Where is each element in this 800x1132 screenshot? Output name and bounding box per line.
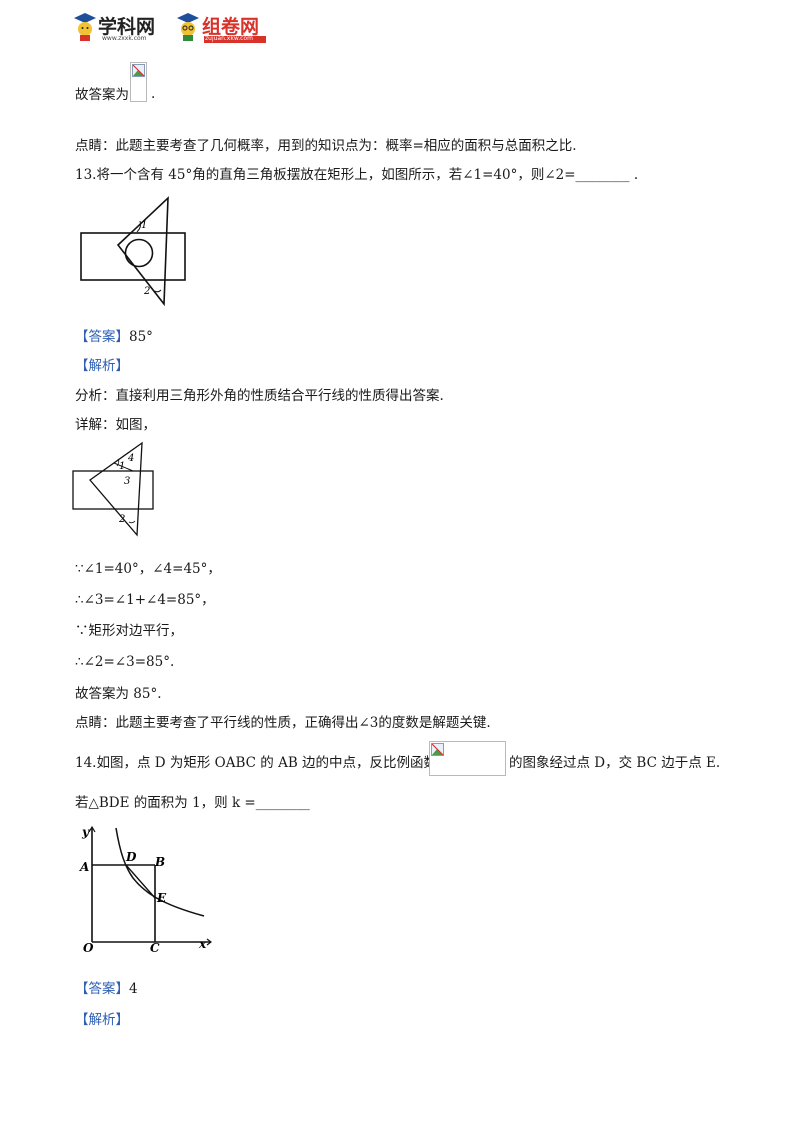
- q14-analysis-tag: 【解析】: [75, 1012, 129, 1028]
- q13-figure-1: 1 2: [80, 196, 186, 307]
- graph-point-o: O: [83, 941, 94, 954]
- q13-step-2: ∴∠3=∠1+∠4=85°，: [75, 592, 215, 608]
- logo-xueke-url: www.zxxk.com: [102, 35, 147, 42]
- q13-question: 13.将一个含有 45°角的直角三角板摆放在矩形上，如图所示，若∠1=40°，则…: [75, 167, 639, 183]
- graph-point-b: B: [154, 855, 165, 869]
- q12-answer-suffix: .: [151, 86, 156, 102]
- q14-answer-value: 4: [129, 981, 138, 997]
- q13-step-3: ∵矩形对边平行，: [75, 623, 183, 639]
- q13-step-1: ∵∠1=40°，∠4=45°，: [75, 561, 221, 577]
- graph-y-label: y: [81, 825, 90, 839]
- q13-step-4: ∴∠2=∠3=85°.: [75, 654, 175, 670]
- header-logos: 学科网 www.zxxk.com 组卷网 zujuan.xkw.com: [72, 10, 272, 46]
- q12-answer-formula-image: [130, 62, 147, 102]
- graph-point-e: E: [156, 891, 167, 905]
- logo-xueke-text: 学科网: [98, 16, 156, 38]
- q12-answer-line: 故答案为: [75, 86, 129, 104]
- q14-answer-tag: 【答案】: [75, 981, 129, 997]
- glasses-mascot-icon: [177, 13, 199, 41]
- logo-zujuan-url: zujuan.xkw.com: [205, 35, 253, 42]
- graph-point-a: A: [79, 860, 89, 874]
- q14-question-part2: 的图象经过点 D，交 BC 边于点 E.: [509, 755, 721, 771]
- fig1-angle-2-label: 2: [143, 286, 150, 297]
- fig2-angle-3-label: 3: [124, 476, 130, 487]
- scholar-mascot-icon: [74, 13, 96, 41]
- fig2-angle-4-label: 4: [127, 453, 134, 464]
- q13-answer-tag: 【答案】: [75, 329, 129, 345]
- q14-question-part1: 14.如图，点 D 为矩形 OABC 的 AB 边的中点，反比例函数: [75, 755, 438, 771]
- broken-image-icon: [431, 743, 444, 756]
- q13-detail: 详解：如图，: [75, 417, 156, 433]
- q12-answer-prefix: 故答案为: [75, 87, 129, 103]
- fig2-angle-2-label: 2: [118, 514, 125, 525]
- graph-point-d: D: [125, 850, 137, 864]
- q14-function-formula-image: [429, 741, 506, 776]
- q13-answer: 【答案】85°: [75, 328, 153, 346]
- q13-analysis: 分析：直接利用三角形外角的性质结合平行线的性质得出答案.: [75, 388, 444, 404]
- q14-answer: 【答案】4: [75, 980, 138, 998]
- q12-comment: 点睛：此题主要考查了几何概率，用到的知识点为：概率=相应的面积与总面积之比.: [75, 138, 577, 154]
- q13-conclusion: 故答案为 85°.: [75, 686, 162, 702]
- q14-graph: y x A D B E O C: [79, 825, 212, 954]
- q13-comment: 点睛：此题主要考查了平行线的性质，正确得出∠3的度数是解题关键.: [75, 715, 491, 731]
- q14-question-line2: 若△BDE 的面积为 1，则 k =________: [75, 795, 310, 811]
- fig2-angle-1-label: 1: [119, 461, 125, 472]
- q13-answer-value: 85°: [129, 329, 153, 345]
- fig1-angle-1-label: 1: [141, 220, 147, 231]
- q13-analysis-tag: 【解析】: [75, 358, 129, 374]
- logo-zujuan-url-bar: [204, 36, 266, 43]
- graph-x-label: x: [198, 937, 207, 951]
- graph-point-c: C: [150, 941, 160, 954]
- q13-figure-2: 4 1 3 2: [72, 441, 154, 537]
- logo-zujuan-text: 组卷网: [202, 16, 260, 38]
- broken-image-icon: [132, 64, 145, 77]
